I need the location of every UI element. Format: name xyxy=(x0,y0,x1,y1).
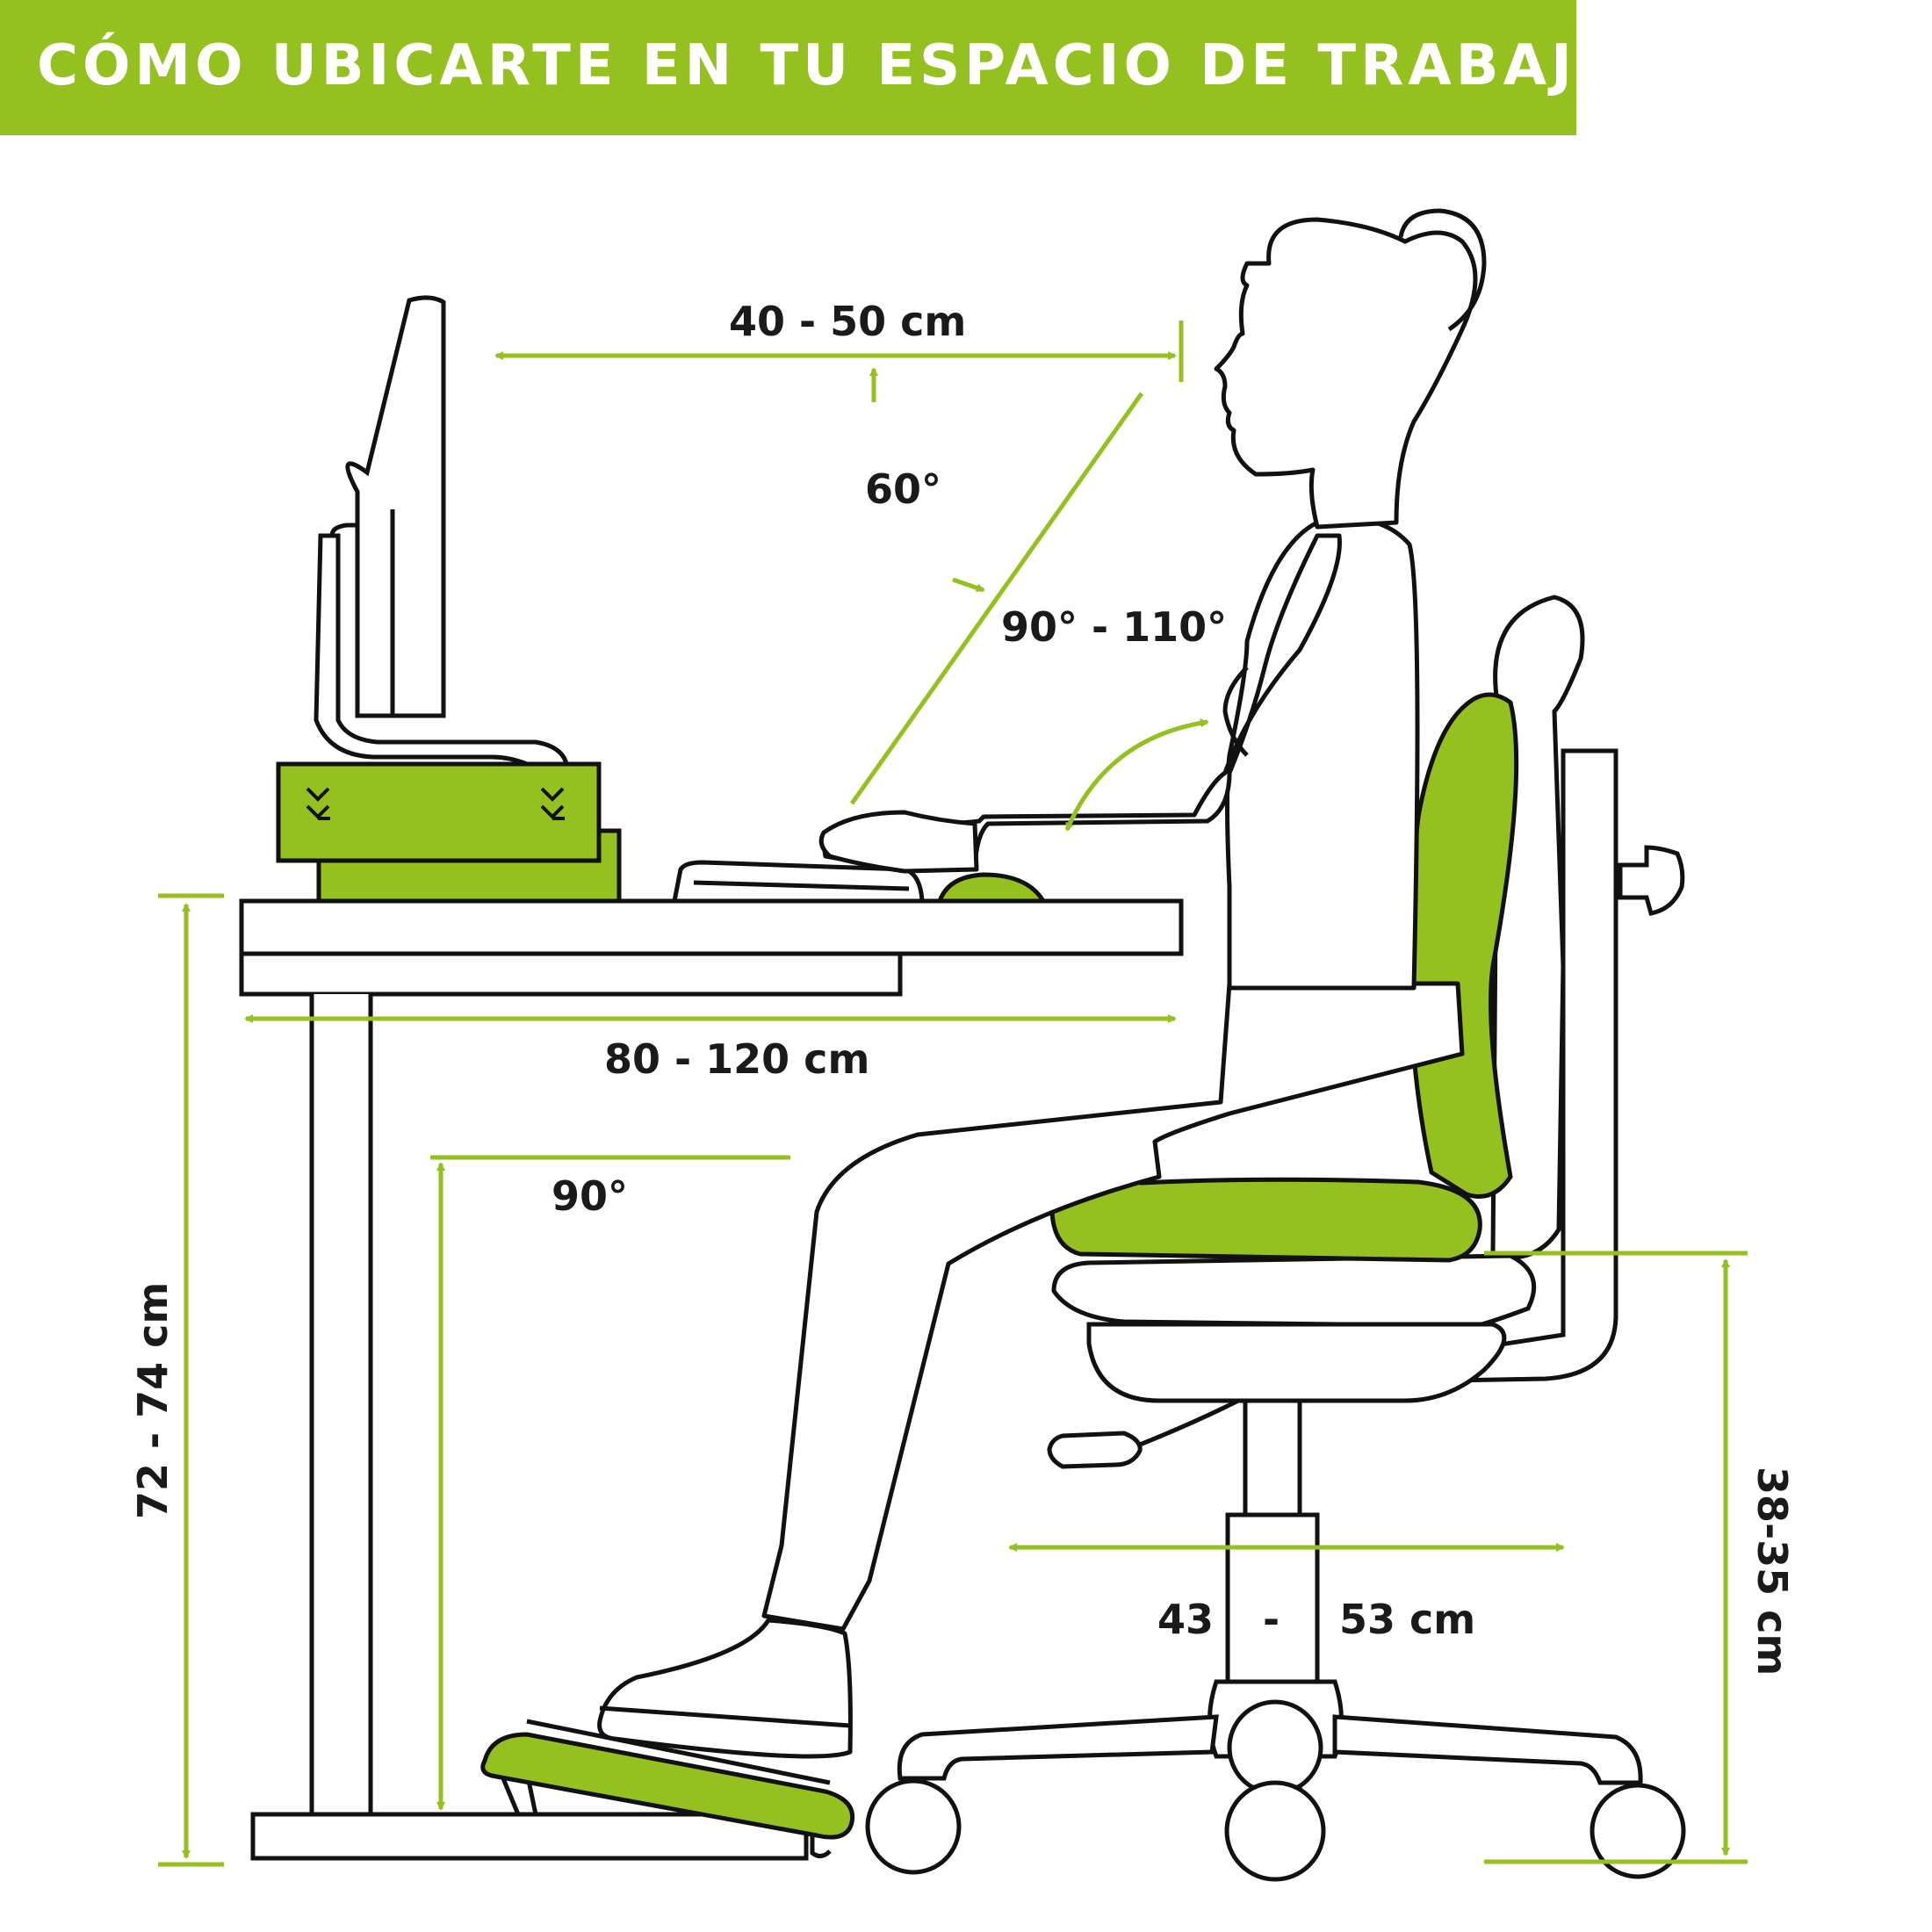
chair-knob xyxy=(1618,845,1685,916)
person-leg xyxy=(761,981,1465,1632)
label-desk-depth: 80 - 120 cm xyxy=(604,1035,869,1083)
desk-top xyxy=(239,898,1184,956)
person-hand xyxy=(818,810,979,874)
label-elbow-angle: 90° - 110° xyxy=(1001,603,1227,651)
person-hair-bun xyxy=(1398,208,1487,332)
label-seat-depth-sep: - xyxy=(1263,1596,1280,1643)
monitor-riser xyxy=(276,761,622,904)
label-eye-distance: 40 - 50 cm xyxy=(729,298,966,345)
keyboard xyxy=(671,860,925,904)
monitor-screen xyxy=(345,295,446,718)
person xyxy=(597,208,1487,1759)
chair-back-frame xyxy=(1446,748,1618,1383)
label-seat-depth-max: 53 cm xyxy=(1339,1596,1475,1643)
chair-seat-pan xyxy=(1086,1322,1507,1403)
label-knee-angle: 90° xyxy=(551,1172,628,1220)
chair-seat-lower xyxy=(1051,1253,1537,1329)
desk-leg xyxy=(309,994,373,1817)
chair-wheel-right xyxy=(1590,1783,1686,1879)
chair xyxy=(865,595,1686,1882)
chair-wheel-center xyxy=(1224,1780,1326,1882)
label-view-angle: 60° xyxy=(865,465,941,513)
label-seat-depth-min: 43 xyxy=(1157,1596,1214,1643)
monitor xyxy=(314,295,570,767)
chair-column xyxy=(1243,1398,1302,1517)
chair-leg-right xyxy=(1332,1714,1643,1785)
desk-drawer-rail xyxy=(239,951,903,997)
chair-leg-left xyxy=(897,1714,1219,1781)
label-desk-height: 72 - 74 cm xyxy=(129,1282,177,1519)
chair-cylinder xyxy=(1225,1512,1320,1684)
title-banner: CÓMO UBICARTE EN TU ESPACIO DE TRABAJO xyxy=(0,0,1624,135)
desk-base xyxy=(250,1812,809,1861)
footrest xyxy=(480,1719,855,1858)
measurement-lines xyxy=(158,321,1748,1867)
desk xyxy=(239,898,1184,1861)
label-seat-height: 38-35 cm xyxy=(1748,1467,1796,1676)
chair-lever xyxy=(1047,1431,1143,1469)
mouse xyxy=(936,872,1048,904)
person-shoe xyxy=(597,1618,853,1759)
page-title: CÓMO UBICARTE EN TU ESPACIO DE TRABAJO xyxy=(37,33,1629,98)
person-chest xyxy=(1222,666,1249,757)
chair-wheel-left xyxy=(865,1778,962,1875)
monitor-stand xyxy=(314,533,570,767)
person-head xyxy=(1214,217,1478,530)
